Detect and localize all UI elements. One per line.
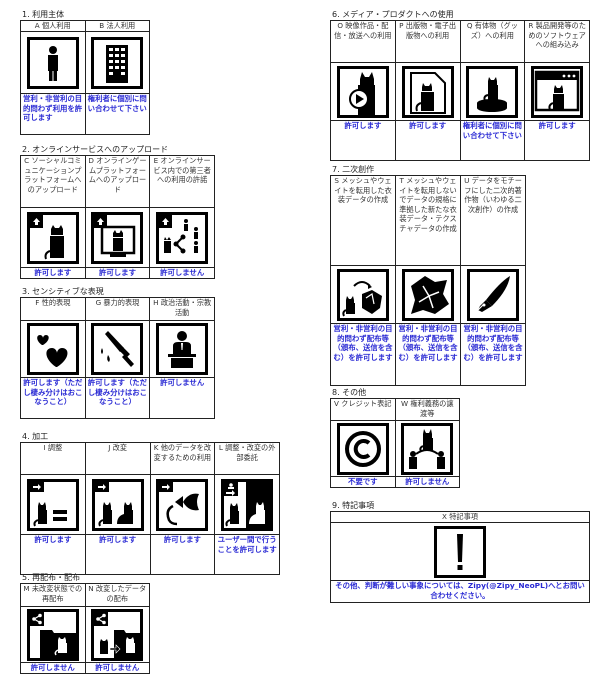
section-title: 4. 加工	[22, 432, 49, 441]
item-label: V クレジット表記	[330, 398, 396, 421]
figure-goods-icon	[466, 65, 519, 118]
outsource-icon	[221, 478, 274, 531]
share-modified-icon	[91, 608, 144, 661]
item-result: 許可します（ただし棲み分けはおこなうこと）	[84, 377, 151, 419]
item-label: U データをモチーフにした二次的著作物（いわゆる二次創作）の作成	[460, 175, 526, 266]
item-label: X 特記事項	[330, 511, 590, 523]
clothing-transfer-icon	[337, 268, 389, 321]
item-result: 許可します	[149, 534, 216, 575]
section-special-notes: 9. 特記事項 X 特記事項 その他、判断が難しい事象については、Zipy(@Z…	[330, 501, 590, 603]
item-result: 許可しません	[394, 476, 460, 488]
item-label: D オンラインゲームプラットフォームへのアップロード	[84, 155, 151, 208]
rights-transfer-icon	[401, 422, 454, 475]
item-label: K 他のデータを改変するための利用	[149, 442, 216, 475]
item-label: C ソーシャルコミュニケーションプラットフォームへのアップロード	[20, 155, 86, 208]
item-result: 許可します	[20, 267, 86, 279]
clothing-icon	[402, 268, 454, 321]
item-label: F 性的表現	[20, 297, 86, 321]
item-label: L 調整・改変の外部委託	[214, 442, 280, 475]
copyright-icon	[336, 422, 389, 475]
adjust-equals-icon	[26, 478, 79, 531]
hearts-icon	[26, 323, 79, 375]
section-title: 5. 再配布・配布	[22, 573, 81, 582]
item-label: B 法人利用	[84, 20, 150, 32]
item-result: 営利・非営利の目的問わず配布等（頒布、送信を含む）を許可します	[460, 323, 526, 386]
item-label: O 映像作品・配信・放送への利用	[330, 20, 396, 63]
license-table: I 調整 J 改変 K 他のデータを改変するための利用 L 調整・改変の外部委託…	[20, 442, 280, 575]
license-table: A 個人利用 B 法人利用 営利・非営利の目的問わず利用を許可します 権利者に個…	[20, 20, 150, 135]
section-media-product: 6. メディア・プロダクトへの使用 O 映像作品・配信・放送への利用 P 出版物…	[330, 10, 590, 161]
item-label: N 改変したデータの配布	[84, 583, 150, 607]
section-title: 2. オンラインサービスへのアップロード	[22, 145, 169, 154]
section-redistribution: 5. 再配布・配布 M 未改変状態での再配布 N 改変したデータの配布 許可しま…	[20, 573, 150, 674]
item-result: 不要です	[330, 476, 396, 488]
office-building-icon	[91, 36, 144, 89]
item-result: ユーザー間で行うことを許可します	[214, 534, 280, 575]
item-result: 許可します（ただし棲み分けはおこなうこと）	[20, 377, 86, 419]
video-play-icon	[336, 65, 389, 118]
item-label: I 調整	[20, 442, 86, 475]
item-result: 権利者に個別に問い合わせて下さい	[84, 93, 150, 135]
section-title: 9. 特記事項	[332, 501, 375, 510]
item-result: 許可しません	[149, 377, 215, 419]
upload-game-icon	[91, 211, 144, 264]
section-online-upload: 2. オンラインサービスへのアップロード C ソーシャルコミュニケーションプラッ…	[20, 145, 215, 279]
item-result: 許可します	[84, 267, 151, 279]
item-result: 許可します	[524, 120, 590, 161]
license-table: S メッシュやウェイトを転用した衣装データの作成 T メッシュやウェイトを転用し…	[330, 175, 526, 386]
item-result: 許可します	[394, 120, 461, 161]
item-result: 許可しません	[20, 662, 86, 674]
item-label: R 製品開発等のためのソフトウェアへの組み込み	[524, 20, 590, 63]
upload-avatar-icon	[26, 211, 79, 264]
license-table: X 特記事項 その他、判断が難しい事象については、Zipy(@Zipy_NeoP…	[330, 511, 590, 603]
item-label: H 政治活動・宗教活動	[149, 297, 215, 321]
license-table: F 性的表現 G 暴力的表現 H 政治活動・宗教活動 許可します（ただし棲み分け…	[20, 297, 215, 419]
item-result: 営利・非営利の目的問わず配布等（頒布、送信を含む）を許可します	[395, 323, 461, 386]
modify-icon	[91, 478, 144, 531]
upload-share-icon	[156, 211, 209, 264]
item-label: J 改変	[84, 442, 151, 475]
license-table: M 未改変状態での再配布 N 改変したデータの配布 許可しません 許可しません	[20, 583, 150, 674]
section-title: 8. その他	[332, 388, 367, 397]
license-table: C ソーシャルコミュニケーションプラットフォームへのアップロード D オンライン…	[20, 155, 215, 279]
pen-nib-icon	[467, 268, 519, 321]
section-usage-subject: 1. 利用主体 A 個人利用 B 法人利用 営利・非営利の目的問わず利用を許可し…	[20, 10, 150, 135]
knife-icon	[91, 323, 144, 375]
item-result: 許可しません	[84, 662, 150, 674]
license-table: O 映像作品・配信・放送への利用 P 出版物・電子出版物への利用 Q 有体物（グ…	[330, 20, 590, 161]
item-label: E オンラインサービス内での第三者への利用の許諾	[149, 155, 215, 208]
item-label: M 未改変状態での再配布	[20, 583, 86, 607]
item-label: P 出版物・電子出版物への利用	[394, 20, 461, 63]
section-title: 7. 二次創作	[332, 165, 375, 174]
item-result: 許可します	[84, 534, 151, 575]
section-processing: 4. 加工 I 調整 J 改変 K 他のデータを改変するための利用 L 調整・改…	[20, 432, 280, 575]
item-label: Q 有体物（グッズ）への利用	[459, 20, 526, 63]
item-result: 営利・非営利の目的問わず配布等（頒布、送信を含む）を許可します	[330, 323, 396, 386]
item-label: S メッシュやウェイトを転用した衣装データの作成	[330, 175, 396, 266]
exclamation-icon	[434, 525, 486, 578]
section-title: 1. 利用主体	[22, 10, 65, 19]
section-sensitive-expression: 3. センシティブな表現 F 性的表現 G 暴力的表現 H 政治活動・宗教活動 …	[20, 287, 215, 419]
share-folder-icon	[26, 608, 79, 661]
item-label: A 個人利用	[20, 20, 86, 32]
section-derivative-works: 7. 二次創作 S メッシュやウェイトを転用した衣装データの作成 T メッシュや…	[330, 165, 526, 386]
item-label: G 暴力的表現	[84, 297, 151, 321]
item-result: 許可しません	[149, 267, 215, 279]
item-label: W 権利義務の譲渡等	[394, 398, 460, 421]
item-result: 許可します	[330, 120, 396, 161]
item-result: 許可します	[20, 534, 86, 575]
item-result: その他、判断が難しい事象については、Zipy(@Zipy_NeoPL)へとお問い…	[330, 580, 590, 603]
item-result: 営利・非営利の目的問わず利用を許可します	[20, 93, 86, 135]
parts-reuse-icon	[156, 478, 209, 531]
person-icon	[26, 36, 79, 89]
license-table: V クレジット表記 W 権利義務の譲渡等 不要です 許可しません	[330, 398, 460, 488]
item-label: T メッシュやウェイトを転用しないでデータの規格に準拠した新たな衣装データ・テク…	[395, 175, 461, 266]
podium-speaker-icon	[156, 323, 209, 375]
publication-icon	[401, 65, 454, 118]
item-result: 権利者に個別に問い合わせて下さい	[459, 120, 526, 161]
software-window-icon	[531, 65, 584, 118]
section-other: 8. その他 V クレジット表記 W 権利義務の譲渡等 不要です 許可しません	[330, 388, 460, 488]
section-title: 3. センシティブな表現	[22, 287, 104, 296]
section-title: 6. メディア・プロダクトへの使用	[332, 10, 454, 19]
